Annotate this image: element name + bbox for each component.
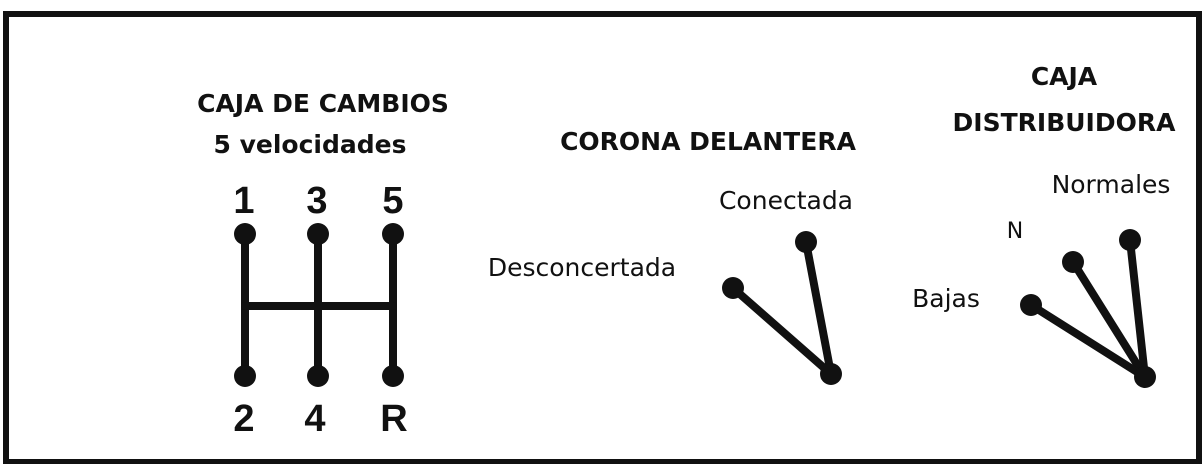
gear-knob-1: [234, 223, 256, 245]
gear-knob-3: [307, 223, 329, 245]
front-crown-connected-label: Conectada: [719, 186, 853, 215]
transfer-case-pivot: [1134, 366, 1156, 388]
gearbox-title: CAJA DE CAMBIOS: [197, 89, 449, 118]
diagram-frame: [3, 11, 1202, 464]
gear-knob-5: [382, 223, 404, 245]
gear-knob-2: [234, 365, 256, 387]
front-crown-disconnected-label: Desconcertada: [488, 253, 676, 282]
gear-label-5: 5: [382, 180, 403, 222]
transfer-case-neutral-label: N: [1007, 219, 1023, 244]
transfer-case-lever-low: [1027, 301, 1149, 381]
transfer-case-knob-low: [1020, 294, 1042, 316]
gear-label-1: 1: [233, 180, 254, 222]
transfer-case-knob-normal: [1119, 229, 1141, 251]
gear-label-r: R: [380, 398, 407, 440]
transfer-case-knob-neutral: [1062, 251, 1084, 273]
transfer-case-lever-neutral: [1069, 258, 1149, 381]
front-crown-title: CORONA DELANTERA: [560, 127, 856, 156]
front-crown-lever-connected: [802, 238, 835, 378]
gearbox-section: CAJA DE CAMBIOS 5 velocidades 1 3 5 2 4 …: [197, 89, 449, 440]
gearbox-subtitle: 5 velocidades: [214, 130, 407, 159]
front-crown-lever-disconnected: [729, 284, 835, 378]
gear-knob-4: [307, 365, 329, 387]
gear-label-3: 3: [306, 180, 327, 222]
transfer-case-normal-label: Normales: [1052, 170, 1171, 199]
transfer-case-subtitle: DISTRIBUIDORA: [953, 108, 1177, 137]
transfer-case-lever-normal: [1126, 236, 1149, 381]
gear-knob-r: [382, 365, 404, 387]
transfer-case-title: CAJA: [1031, 62, 1098, 91]
transfer-case-low-label: Bajas: [912, 284, 980, 313]
front-crown-pivot: [820, 363, 842, 385]
transfer-case-section: CAJA DISTRIBUIDORA Normales N Bajas: [912, 62, 1176, 388]
front-crown-knob-disconnected: [722, 277, 744, 299]
gear-label-2: 2: [233, 398, 254, 440]
gear-label-4: 4: [304, 398, 325, 440]
front-crown-section: CORONA DELANTERA Conectada Desconcertada: [488, 127, 857, 385]
front-crown-knob-connected: [795, 231, 817, 253]
gear-shift-pattern: [234, 223, 404, 387]
